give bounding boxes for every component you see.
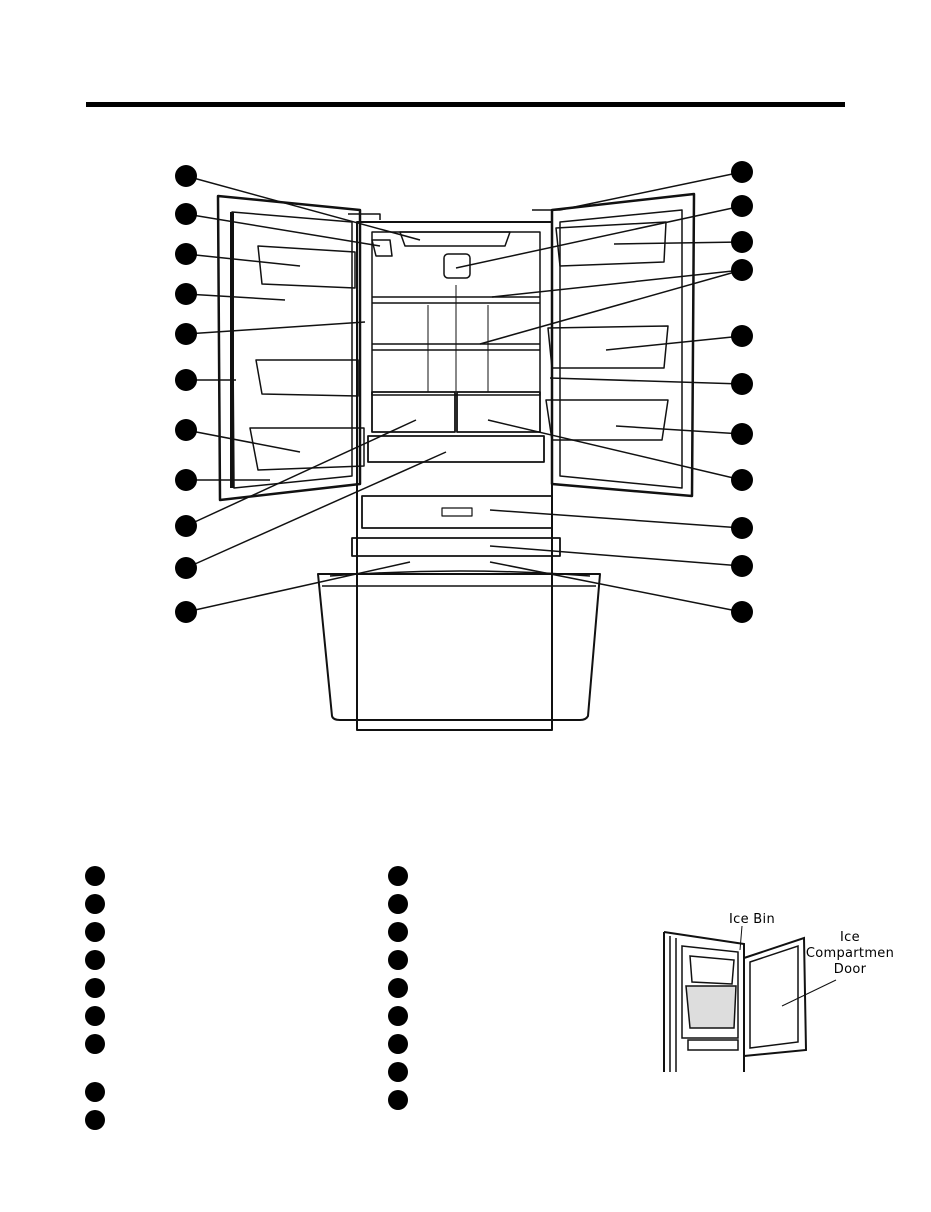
ice-compartment-door-label: Ice Compartmen Door [805, 930, 895, 977]
right-door [550, 192, 696, 498]
cabinet-body [356, 221, 553, 731]
ice-maker [371, 239, 393, 257]
left-callouts [175, 165, 197, 623]
light-housing [399, 231, 511, 247]
right-door-bin-middle [547, 325, 669, 369]
pantry-drawer [367, 435, 545, 463]
freezer-basket-upper [361, 495, 553, 529]
left-door-bin-middle [255, 359, 359, 397]
ice-bin [685, 985, 737, 1029]
leader-lines [185, 171, 743, 613]
legend-left [85, 866, 105, 1130]
legend-right [388, 866, 408, 1110]
crisper-left [371, 391, 456, 433]
header-rule [86, 102, 845, 107]
ice-compartment-inset [663, 925, 837, 1072]
freezer-door [317, 573, 601, 721]
crisper-right [456, 391, 541, 433]
right-door-bin-upper [555, 221, 667, 267]
right-door-bin-lower [545, 399, 669, 441]
left-door-bin-lower [249, 427, 365, 471]
right-callouts [731, 161, 753, 623]
ice-compartment-door [743, 936, 808, 1058]
left-door [216, 194, 362, 502]
freezer-basket-lower [351, 537, 561, 557]
control-panel [443, 253, 471, 279]
left-door-bin-upper [257, 245, 356, 289]
ice-bin-label: Ice Bin [729, 912, 775, 927]
